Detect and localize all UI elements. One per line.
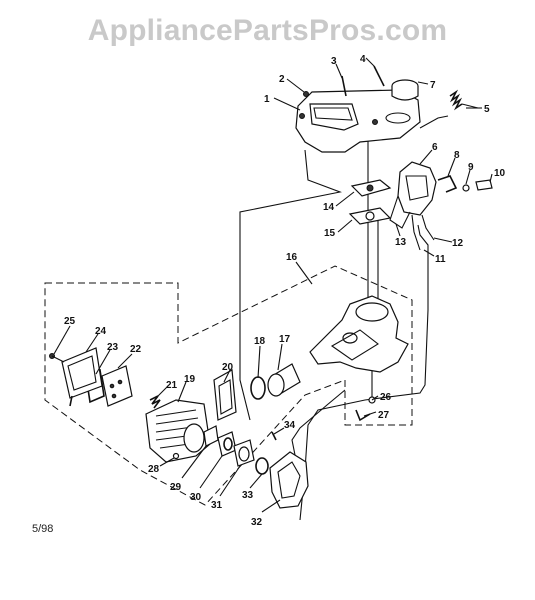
spring-part-21	[149, 395, 161, 409]
spring-leader-5	[461, 103, 479, 109]
callout-8: 8	[454, 150, 460, 161]
fuel-cap-body-part-7	[391, 86, 419, 101]
callout-6: 6	[432, 142, 438, 153]
callout-9: 9	[468, 162, 474, 173]
ring-part-30	[223, 437, 233, 451]
filter-face-part-17	[267, 373, 285, 397]
handle-inner-part-1	[313, 107, 353, 121]
gasket-hole-14	[366, 184, 374, 192]
ring-part-33	[255, 457, 269, 475]
plate-hole-b	[117, 379, 123, 385]
cover-part-24	[61, 347, 103, 399]
gasket-hole-15	[365, 211, 375, 221]
screw-hole-1	[299, 113, 305, 119]
callout-19: 19	[184, 374, 196, 385]
plate-hole-a	[109, 383, 115, 389]
callout-5: 5	[484, 104, 490, 115]
callout-30: 30	[190, 492, 202, 503]
callout-22: 22	[130, 344, 142, 355]
watermark-text: AppliancePartsPros.com	[87, 14, 448, 47]
adjuster-part-10	[475, 179, 493, 191]
crankcase-plate	[330, 329, 379, 361]
callout-11: 11	[435, 254, 446, 265]
callout-17: 17	[279, 334, 291, 345]
cable-end-part-11	[411, 214, 421, 251]
gasket-plate-part-20	[213, 369, 237, 421]
callout-3: 3	[331, 56, 337, 67]
plate-part-22	[101, 365, 133, 407]
nut-part-9	[462, 184, 470, 192]
callout-13: 13	[395, 237, 407, 248]
screw-part-2	[303, 91, 309, 97]
cylinder-port-part-19	[183, 423, 205, 453]
fuel-neck-part-7	[385, 112, 411, 124]
cable-routing-lower	[239, 262, 251, 421]
plate-hole-c	[111, 393, 117, 399]
callout-26: 26	[380, 392, 392, 403]
leader-lines	[53, 57, 493, 513]
callout-7: 7	[430, 80, 436, 91]
housing-part-32	[269, 451, 309, 509]
washer-part-28	[172, 452, 180, 460]
callout-29: 29	[170, 482, 182, 493]
clip-part-8	[437, 175, 458, 193]
callout-31: 31	[211, 500, 223, 511]
date-code: 5/98	[32, 523, 54, 535]
callout-32: 32	[251, 517, 263, 528]
crankcase-hole	[342, 332, 358, 344]
housing-inner-part-32	[277, 461, 301, 499]
callout-34: 34	[284, 420, 296, 431]
bracket-part-27	[355, 409, 371, 422]
switch-housing-part-6	[397, 161, 437, 216]
callout-27: 27	[378, 410, 390, 421]
callout-24: 24	[95, 326, 107, 337]
cable-routing-upper	[239, 149, 342, 262]
screw-part-4	[373, 65, 385, 87]
callout-33: 33	[242, 490, 254, 501]
cover-post-part-24	[69, 395, 73, 407]
callout-10: 10	[494, 168, 506, 179]
screw-hole-2	[372, 119, 378, 125]
callout-1: 1	[264, 94, 270, 105]
callout-23: 23	[107, 342, 119, 353]
callout-18: 18	[254, 336, 266, 347]
cable-routing-right	[299, 224, 429, 521]
callout-4: 4	[360, 54, 366, 65]
callout-2: 2	[279, 74, 285, 85]
spring-part-5	[449, 89, 463, 111]
callout-12: 12	[452, 238, 464, 249]
callout-15: 15	[324, 228, 336, 239]
ring-part-18	[250, 376, 266, 400]
wire-part-5	[419, 115, 449, 129]
callout-20: 20	[222, 362, 234, 373]
switch-detail-part-6	[405, 175, 429, 201]
callout-21: 21	[166, 380, 178, 391]
group-outline-16	[44, 265, 413, 506]
screw-part-34	[271, 431, 277, 441]
callout-16: 16	[286, 252, 298, 263]
callout-labels: 1 2 3 4 5 6 7 8 9 10 11 12 13 14 15 16 1…	[64, 54, 506, 528]
screw-part-3	[341, 75, 347, 97]
carb-port-part-31	[238, 446, 250, 462]
cable-end-part-12	[421, 214, 435, 241]
gasket-inner-part-20	[218, 379, 233, 415]
block-part-30	[217, 431, 237, 457]
screw-leader-25	[51, 355, 65, 363]
handle-window-part-1	[309, 103, 359, 131]
cylinder-fins-part-19	[155, 409, 205, 449]
cable-routing-inner	[291, 389, 346, 481]
callout-25: 25	[64, 316, 76, 327]
callout-28: 28	[148, 464, 160, 475]
crankcase-bore	[355, 302, 389, 322]
callout-14: 14	[323, 202, 335, 213]
cover-inner-part-24	[67, 355, 97, 391]
